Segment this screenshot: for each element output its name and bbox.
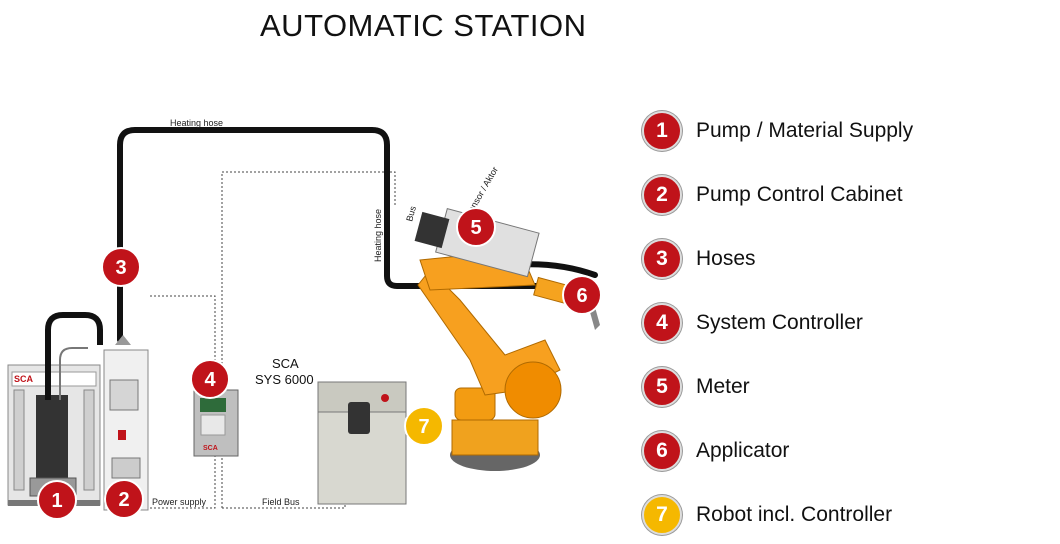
pump-brand: SCA [14, 374, 34, 384]
badge-6: 6 [562, 275, 602, 315]
controller-brand: SCA [203, 445, 218, 452]
legend-item-pump: 1 Pump / Material Supply [642, 111, 913, 151]
sys6000-label: SYS 6000 [255, 372, 314, 387]
badge-number: 6 [576, 285, 587, 307]
badge-number: 5 [470, 217, 481, 239]
badge-1: 1 [37, 480, 77, 520]
badge-number: 2 [118, 489, 129, 511]
pump-control-cabinet [103, 335, 149, 511]
badge-5: 5 [456, 207, 496, 247]
legend-label: Meter [696, 375, 750, 398]
badge-2: 2 [104, 479, 144, 519]
badge-7: 7 [404, 406, 444, 446]
legend-label: Robot incl. Controller [696, 503, 893, 526]
meter-bus-label: Bus [404, 204, 418, 222]
legend-badge: 5 [642, 367, 682, 407]
legend-item-system-controller: 4 System Controller [642, 303, 863, 343]
legend-label: Pump Control Cabinet [696, 183, 903, 206]
badge-3: 3 [101, 247, 141, 287]
power-supply-label: Power supply [152, 497, 207, 507]
field-bus-label: Field Bus [262, 497, 300, 507]
legend-item-meter: 5 Meter [642, 367, 750, 407]
diagram-title: AUTOMATIC STATION [260, 8, 587, 43]
legend-badge: 1 [642, 111, 682, 151]
sca-label: SCA [272, 356, 299, 371]
legend-item-hoses: 3 Hoses [642, 239, 756, 279]
legend-item-robot: 7 Robot incl. Controller [642, 495, 892, 535]
badge-4: 4 [190, 359, 230, 399]
legend-badge: 7 [642, 495, 682, 535]
legend-label: Hoses [696, 247, 756, 270]
legend-item-applicator: 6 Applicator [642, 431, 789, 471]
pump-unit: SCA [7, 312, 103, 506]
robot-controller-cabinet [317, 381, 407, 505]
legend-badge: 6 [642, 431, 682, 471]
badge-number: 7 [418, 416, 429, 438]
heating-hose-label-top: Heating hose [170, 118, 223, 128]
legend-item-cabinet: 2 Pump Control Cabinet [642, 175, 903, 215]
field-bus-line [150, 171, 396, 509]
legend-label: Pump / Material Supply [696, 119, 914, 142]
legend-label: System Controller [696, 311, 863, 334]
badge-number: 4 [204, 369, 216, 391]
badge-number: 1 [51, 490, 62, 512]
legend-badge: 3 [642, 239, 682, 279]
badge-number: 3 [115, 257, 126, 279]
station-diagram: Heating hose Heating hose SCA SCA SCA SY… [7, 118, 602, 520]
legend-label: Applicator [696, 439, 790, 462]
heating-hose-label-vertical: Heating hose [373, 209, 383, 262]
legend-badge: 2 [642, 175, 682, 215]
system-controller-device: SCA [193, 389, 239, 457]
legend-badge: 4 [642, 303, 682, 343]
